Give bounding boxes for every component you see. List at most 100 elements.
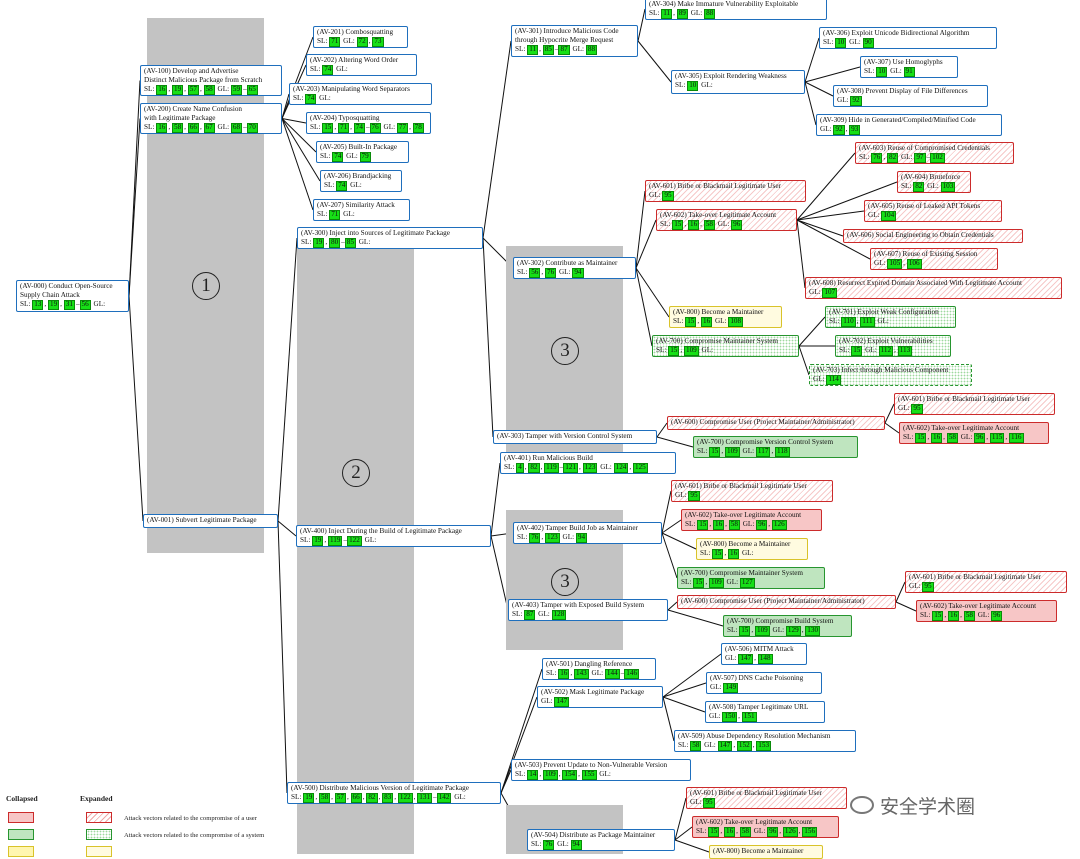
node-title: through Hypocrite Merge Request	[515, 36, 614, 45]
node-av-509[interactable]: (AV-509) Abuse Dependency Resolution Mec…	[674, 730, 856, 752]
legend-system-text: Attack vectors related to the compromise…	[124, 832, 265, 839]
reference-tag: 110	[841, 317, 856, 327]
node-title: (AV-305) Exploit Rendering Weakness	[675, 72, 787, 80]
node-references: SL: 15, 109 GL: 117, 118	[697, 447, 790, 457]
node-references: SL: 19, 58, 57, 66, 82, 83, 122, 131–142…	[291, 793, 466, 803]
node-title: (AV-604) Bruteforce	[901, 173, 961, 181]
node-av-400[interactable]: (AV-400) Inject During the Build of Legi…	[296, 525, 491, 547]
edge-n504-n800c	[674, 839, 710, 853]
edge-n602a-n607	[796, 219, 871, 260]
node-av-001[interactable]: (AV-001) Subvert Legitimate Package	[143, 514, 278, 528]
reference-tag: 57	[334, 793, 346, 803]
node-title: (AV-508) Tamper Legitimate URL	[709, 703, 809, 711]
node-title: (AV-602) Take-over Legitimate Account	[696, 818, 813, 826]
node-av-304[interactable]: (AV-304) Make Immature Vulnerability Exp…	[645, 0, 827, 20]
node-av-800[interactable]: (AV-800) Become a Maintainer	[709, 845, 823, 859]
reference-tag: 15	[693, 578, 705, 588]
edge-n305-n309	[804, 81, 817, 126]
node-av-606[interactable]: (AV-606) Social Engineering to Obtain Cr…	[843, 229, 1023, 243]
node-av-503[interactable]: (AV-503) Prevent Update to Non-Vulnerabl…	[511, 759, 691, 781]
node-av-601[interactable]: (AV-601) Bribe or Blackmail Legitimate U…	[686, 787, 847, 809]
reference-tag: 151	[741, 712, 757, 722]
node-references: SL: 74 GL:	[324, 181, 362, 191]
reference-tag: 111	[860, 317, 875, 327]
node-av-504[interactable]: (AV-504) Distribute as Package Maintaine…	[527, 829, 675, 851]
reference-tag: 82	[886, 153, 899, 163]
node-av-603[interactable]: (AV-603) Reuse of Compromised Credential…	[855, 142, 1014, 164]
phase-marker-3: 3	[551, 337, 579, 365]
node-references: GL: 147, 148	[725, 654, 773, 664]
node-av-500[interactable]: (AV-500) Distribute Malicious Version of…	[287, 782, 501, 804]
node-title: (AV-606) Social Engineering to Obtain Cr…	[847, 231, 994, 239]
reference-tag: 56	[529, 268, 541, 278]
node-av-300[interactable]: (AV-300) Inject into Sources of Legitima…	[297, 227, 483, 249]
node-av-308[interactable]: (AV-308) Prevent Display of File Differe…	[833, 85, 988, 107]
edge-n500-n503	[500, 769, 512, 794]
node-av-601[interactable]: (AV-601) Bribe or Blackmail Legitimate U…	[645, 180, 806, 202]
node-av-306[interactable]: (AV-306) Exploit Unicode Bidirectional A…	[819, 27, 997, 49]
reference-tag: 126	[782, 827, 798, 837]
node-av-403[interactable]: (AV-403) Tamper with Exposed Build Syste…	[508, 599, 668, 621]
node-av-700[interactable]: (AV-700) Compromise Version Control Syst…	[693, 436, 858, 458]
legend-maintainer-collapsed	[8, 846, 34, 857]
edge-n500-n501	[500, 668, 543, 794]
node-references: GL: 95	[649, 191, 674, 201]
reference-tag: 58	[963, 611, 975, 621]
edge-n402-n601c	[661, 490, 672, 534]
node-title: with Legitimate Package	[144, 114, 216, 123]
node-references: SL: 15 GL: 112, 113	[839, 346, 913, 356]
node-av-601[interactable]: (AV-601) Bribe or Blackmail Legitimate U…	[894, 393, 1055, 415]
edge-n500-n502	[500, 696, 538, 794]
node-title: (AV-603) Reuse of Compromised Credential…	[859, 144, 990, 152]
node-av-601[interactable]: (AV-601) Bribe or Blackmail Legitimate U…	[671, 480, 833, 502]
reference-tag: 58	[946, 433, 958, 443]
edge-n402-n602c	[661, 519, 682, 534]
node-av-703[interactable]: (AV-703) Infect through Malicious Compon…	[809, 364, 972, 386]
node-av-601[interactable]: (AV-601) Bribe or Blackmail Legitimate U…	[905, 571, 1067, 593]
node-av-309[interactable]: (AV-309) Hide in Generated/Compiled/Mini…	[816, 114, 1002, 136]
node-title: (AV-600) Compromise User (Project Mainta…	[671, 418, 855, 426]
node-av-303[interactable]: (AV-303) Tamper with Version Control Sys…	[493, 430, 657, 444]
node-av-608[interactable]: (AV-608) Resurrect Expired Domain Associ…	[805, 277, 1062, 299]
node-av-600[interactable]: (AV-600) Compromise User (Project Mainta…	[677, 595, 896, 609]
node-av-600[interactable]: (AV-600) Compromise User (Project Mainta…	[667, 416, 885, 430]
node-title: Supply Chain Attack	[20, 291, 80, 300]
